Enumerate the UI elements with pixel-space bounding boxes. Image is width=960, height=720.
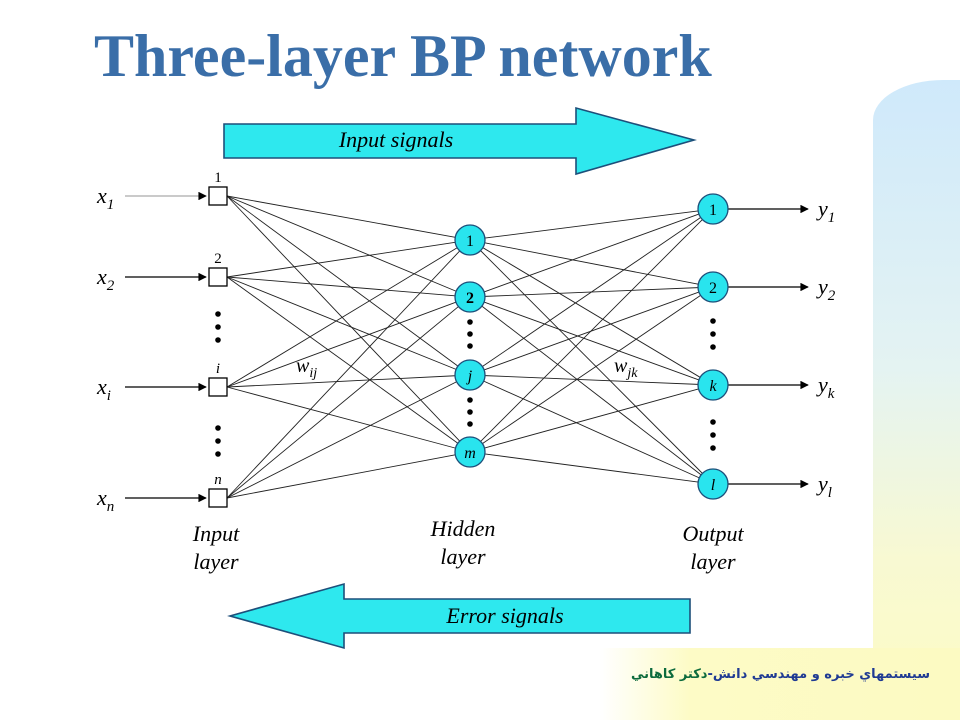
hidden-node-m bbox=[454, 436, 486, 468]
edge-input-2-hidden-2 bbox=[226, 375, 456, 388]
weight-wij: wij bbox=[296, 355, 317, 381]
output-layer-label-1: Output bbox=[682, 521, 744, 546]
ellipsis-dots bbox=[215, 311, 716, 457]
output-label-1: 1 bbox=[709, 202, 717, 219]
error-signals-arrow: Error signals bbox=[227, 582, 691, 650]
input-index-2: 2 bbox=[214, 251, 222, 267]
edge-input-1-hidden-3 bbox=[226, 276, 459, 444]
hidden-node-1 bbox=[454, 224, 486, 256]
output-y-2: y2 bbox=[816, 274, 836, 304]
input-arrows bbox=[125, 191, 207, 503]
edge-hidden-3-output-0 bbox=[480, 219, 703, 442]
output-label-2: 2 bbox=[709, 280, 717, 297]
output-label-k: k bbox=[709, 378, 717, 395]
edge-hidden-2-output-3 bbox=[483, 380, 700, 479]
input-node-2 bbox=[208, 267, 228, 287]
edge-hidden-0-output-1 bbox=[484, 242, 699, 285]
hidden-layer-label-1: Hidden bbox=[430, 516, 496, 541]
weight-labels: wij wjk bbox=[296, 355, 638, 381]
error-signals-label: Error signals bbox=[445, 603, 563, 628]
edge-hidden-0-output-3 bbox=[480, 250, 703, 474]
output-node-l bbox=[697, 468, 729, 500]
input-signals-arrow: Input signals bbox=[223, 106, 697, 176]
input-layer-label-1: Input bbox=[192, 521, 240, 546]
slide-title: Three-layer BP network bbox=[94, 23, 712, 89]
output-y-1: y1 bbox=[816, 196, 835, 226]
input-node-indices: 1 2 i n bbox=[214, 170, 222, 488]
edge-hidden-0-output-0 bbox=[484, 210, 699, 239]
input-nodes bbox=[208, 186, 228, 508]
input-node-i bbox=[208, 377, 228, 397]
edge-hidden-1-output-3 bbox=[481, 305, 702, 476]
edge-input-0-hidden-1 bbox=[226, 195, 457, 292]
output-layer-label-2: layer bbox=[690, 549, 736, 574]
output-node-k bbox=[697, 369, 729, 401]
input-node-1 bbox=[208, 186, 228, 206]
input-labels: x1 x2 xi xn bbox=[96, 183, 115, 515]
hidden-node-labels: 1 2 j m bbox=[464, 233, 476, 462]
input-index-n: n bbox=[214, 472, 222, 488]
output-label-l: l bbox=[711, 477, 716, 494]
hidden-label-m: m bbox=[464, 445, 476, 462]
output-node-1 bbox=[697, 193, 729, 225]
input-label-i: xi bbox=[96, 374, 111, 404]
edge-hidden-1-output-2 bbox=[483, 301, 700, 381]
input-label-n: xn bbox=[96, 485, 114, 515]
hidden-label-2: 2 bbox=[466, 290, 474, 307]
layer-labels: Input layer Hidden layer Output layer bbox=[192, 516, 745, 574]
edge-input-0-hidden-2 bbox=[226, 195, 459, 367]
edge-hidden-0-output-2 bbox=[482, 247, 701, 378]
hidden-label-j: j bbox=[466, 368, 473, 385]
edge-input-3-hidden-0 bbox=[226, 250, 461, 499]
edge-hidden-3-output-3 bbox=[484, 453, 699, 483]
edge-input-2-hidden-3 bbox=[226, 386, 456, 449]
hidden-node-2 bbox=[454, 281, 486, 313]
connections bbox=[226, 195, 703, 499]
input-index-i: i bbox=[216, 361, 220, 377]
footer-author: دكتر كاهاني bbox=[630, 667, 708, 682]
input-layer-label-2: layer bbox=[193, 549, 239, 574]
edge-input-1-hidden-2 bbox=[226, 276, 457, 370]
output-labels: y1 y2 yk yl bbox=[816, 196, 836, 501]
input-label-1: x1 bbox=[96, 183, 114, 213]
edge-input-1-hidden-1 bbox=[226, 276, 456, 297]
edge-hidden-1-output-0 bbox=[483, 213, 700, 293]
input-index-1: 1 bbox=[214, 170, 222, 186]
side-decoration-bar bbox=[873, 80, 960, 720]
output-node-labels: 1 2 k l bbox=[709, 202, 717, 494]
hidden-nodes bbox=[454, 224, 486, 468]
edge-hidden-3-output-1 bbox=[482, 295, 701, 444]
edge-hidden-2-output-2 bbox=[484, 375, 699, 385]
edge-input-3-hidden-2 bbox=[226, 381, 457, 499]
edge-input-3-hidden-1 bbox=[226, 306, 459, 499]
output-arrows bbox=[728, 204, 809, 489]
edge-hidden-2-output-0 bbox=[482, 217, 701, 367]
output-y-k: yk bbox=[816, 372, 835, 402]
edge-input-3-hidden-3 bbox=[226, 454, 456, 499]
output-node-2 bbox=[697, 271, 729, 303]
hidden-label-1: 1 bbox=[466, 233, 474, 250]
footer-course: سيستمهاي خبره و مهندسي دانش- bbox=[707, 667, 930, 682]
hidden-layer-label-2: layer bbox=[440, 544, 486, 569]
edge-input-2-hidden-0 bbox=[226, 247, 458, 388]
edge-input-0-hidden-0 bbox=[226, 195, 456, 238]
output-y-l: yl bbox=[816, 471, 832, 501]
input-label-2: x2 bbox=[96, 264, 115, 294]
edge-hidden-3-output-2 bbox=[484, 388, 699, 449]
edge-input-1-hidden-0 bbox=[226, 241, 456, 278]
weight-wjk: wjk bbox=[614, 355, 638, 381]
hidden-node-j bbox=[454, 359, 486, 391]
output-nodes bbox=[697, 193, 729, 500]
footer-band bbox=[600, 648, 960, 720]
input-node-n bbox=[208, 488, 228, 508]
footer-credit: سيستمهاي خبره و مهندسي دانش-دكتر كاهاني bbox=[631, 667, 930, 682]
edge-input-0-hidden-3 bbox=[226, 195, 460, 442]
edge-input-2-hidden-1 bbox=[226, 301, 457, 388]
input-signals-label: Input signals bbox=[338, 127, 453, 152]
